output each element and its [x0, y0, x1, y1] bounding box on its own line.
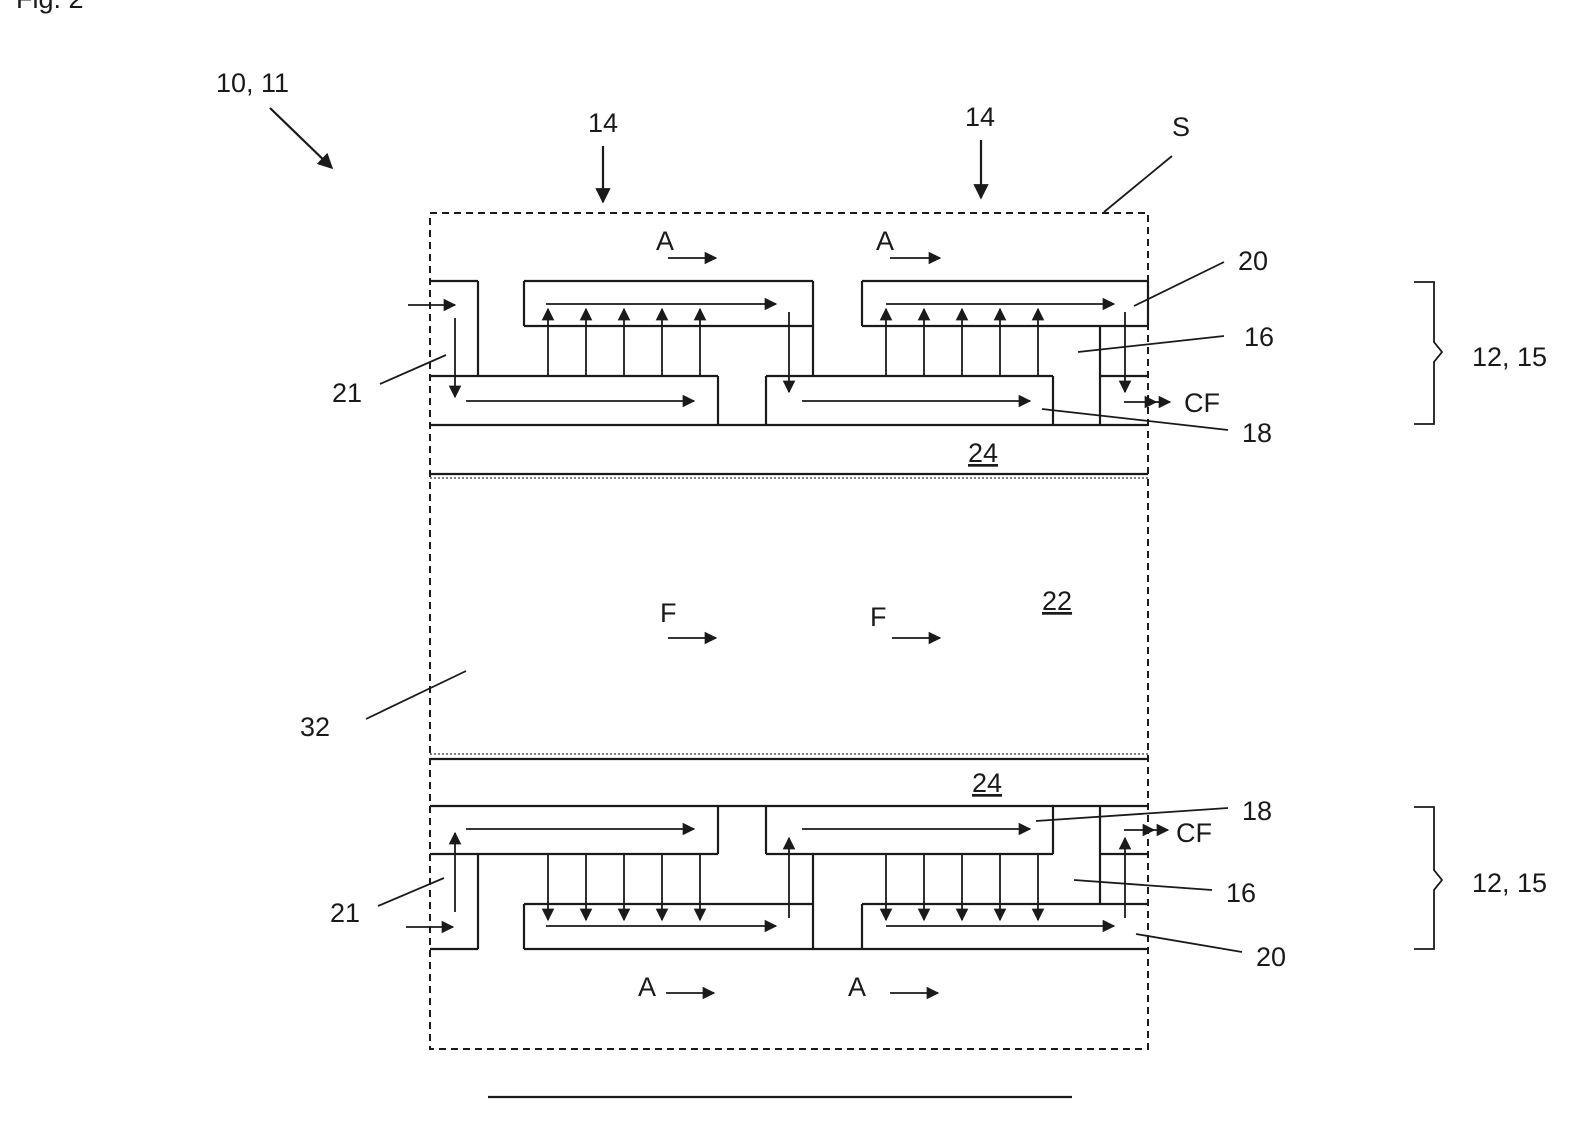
device-pointer-arrow — [270, 108, 332, 168]
fluid-1-label: F — [660, 598, 677, 628]
label-channel: 22 — [1042, 586, 1072, 616]
brace-top — [1414, 282, 1442, 424]
label-cf-top: CF — [1184, 388, 1220, 418]
figure-title: Fig. 2 — [16, 0, 84, 14]
boundary-leader — [1104, 156, 1172, 212]
label-boundary: S — [1172, 112, 1190, 142]
label-wall-top: 24 — [968, 438, 998, 468]
brace-bottom — [1414, 807, 1442, 949]
label-layer-20-bottom: 20 — [1256, 942, 1286, 972]
air-bottom-1-label: A — [638, 972, 656, 1002]
leader-zone — [366, 671, 466, 719]
label-side-21-bottom: 21 — [330, 898, 360, 928]
air-top-1-label: A — [656, 226, 674, 256]
air-top-2-label: A — [876, 226, 894, 256]
label-device: 10, 11 — [216, 68, 289, 98]
label-layer-16-top: 16 — [1244, 322, 1274, 352]
fluid-2-label: F — [870, 602, 887, 632]
label-inlet-left: 14 — [588, 108, 618, 138]
leader-21-top — [380, 355, 446, 384]
leader-16-bottom — [1074, 880, 1212, 890]
label-layer-18-top: 18 — [1242, 418, 1272, 448]
label-layer-20-top: 20 — [1238, 246, 1268, 276]
label-zone: 32 — [300, 712, 330, 742]
label-wall-bottom: 24 — [972, 768, 1002, 798]
label-module-bottom: 12, 15 — [1472, 868, 1547, 898]
label-cf-bottom: CF — [1176, 818, 1212, 848]
leader-21-bottom — [378, 878, 444, 906]
leader-20-bottom — [1136, 934, 1242, 952]
label-layer-18-bottom: 18 — [1242, 796, 1272, 826]
label-layer-16-bottom: 16 — [1226, 878, 1256, 908]
label-inlet-right: 14 — [965, 102, 995, 132]
label-side-21-top: 21 — [332, 378, 362, 408]
air-bottom-2-label: A — [848, 972, 866, 1002]
label-module-top: 12, 15 — [1472, 342, 1547, 372]
